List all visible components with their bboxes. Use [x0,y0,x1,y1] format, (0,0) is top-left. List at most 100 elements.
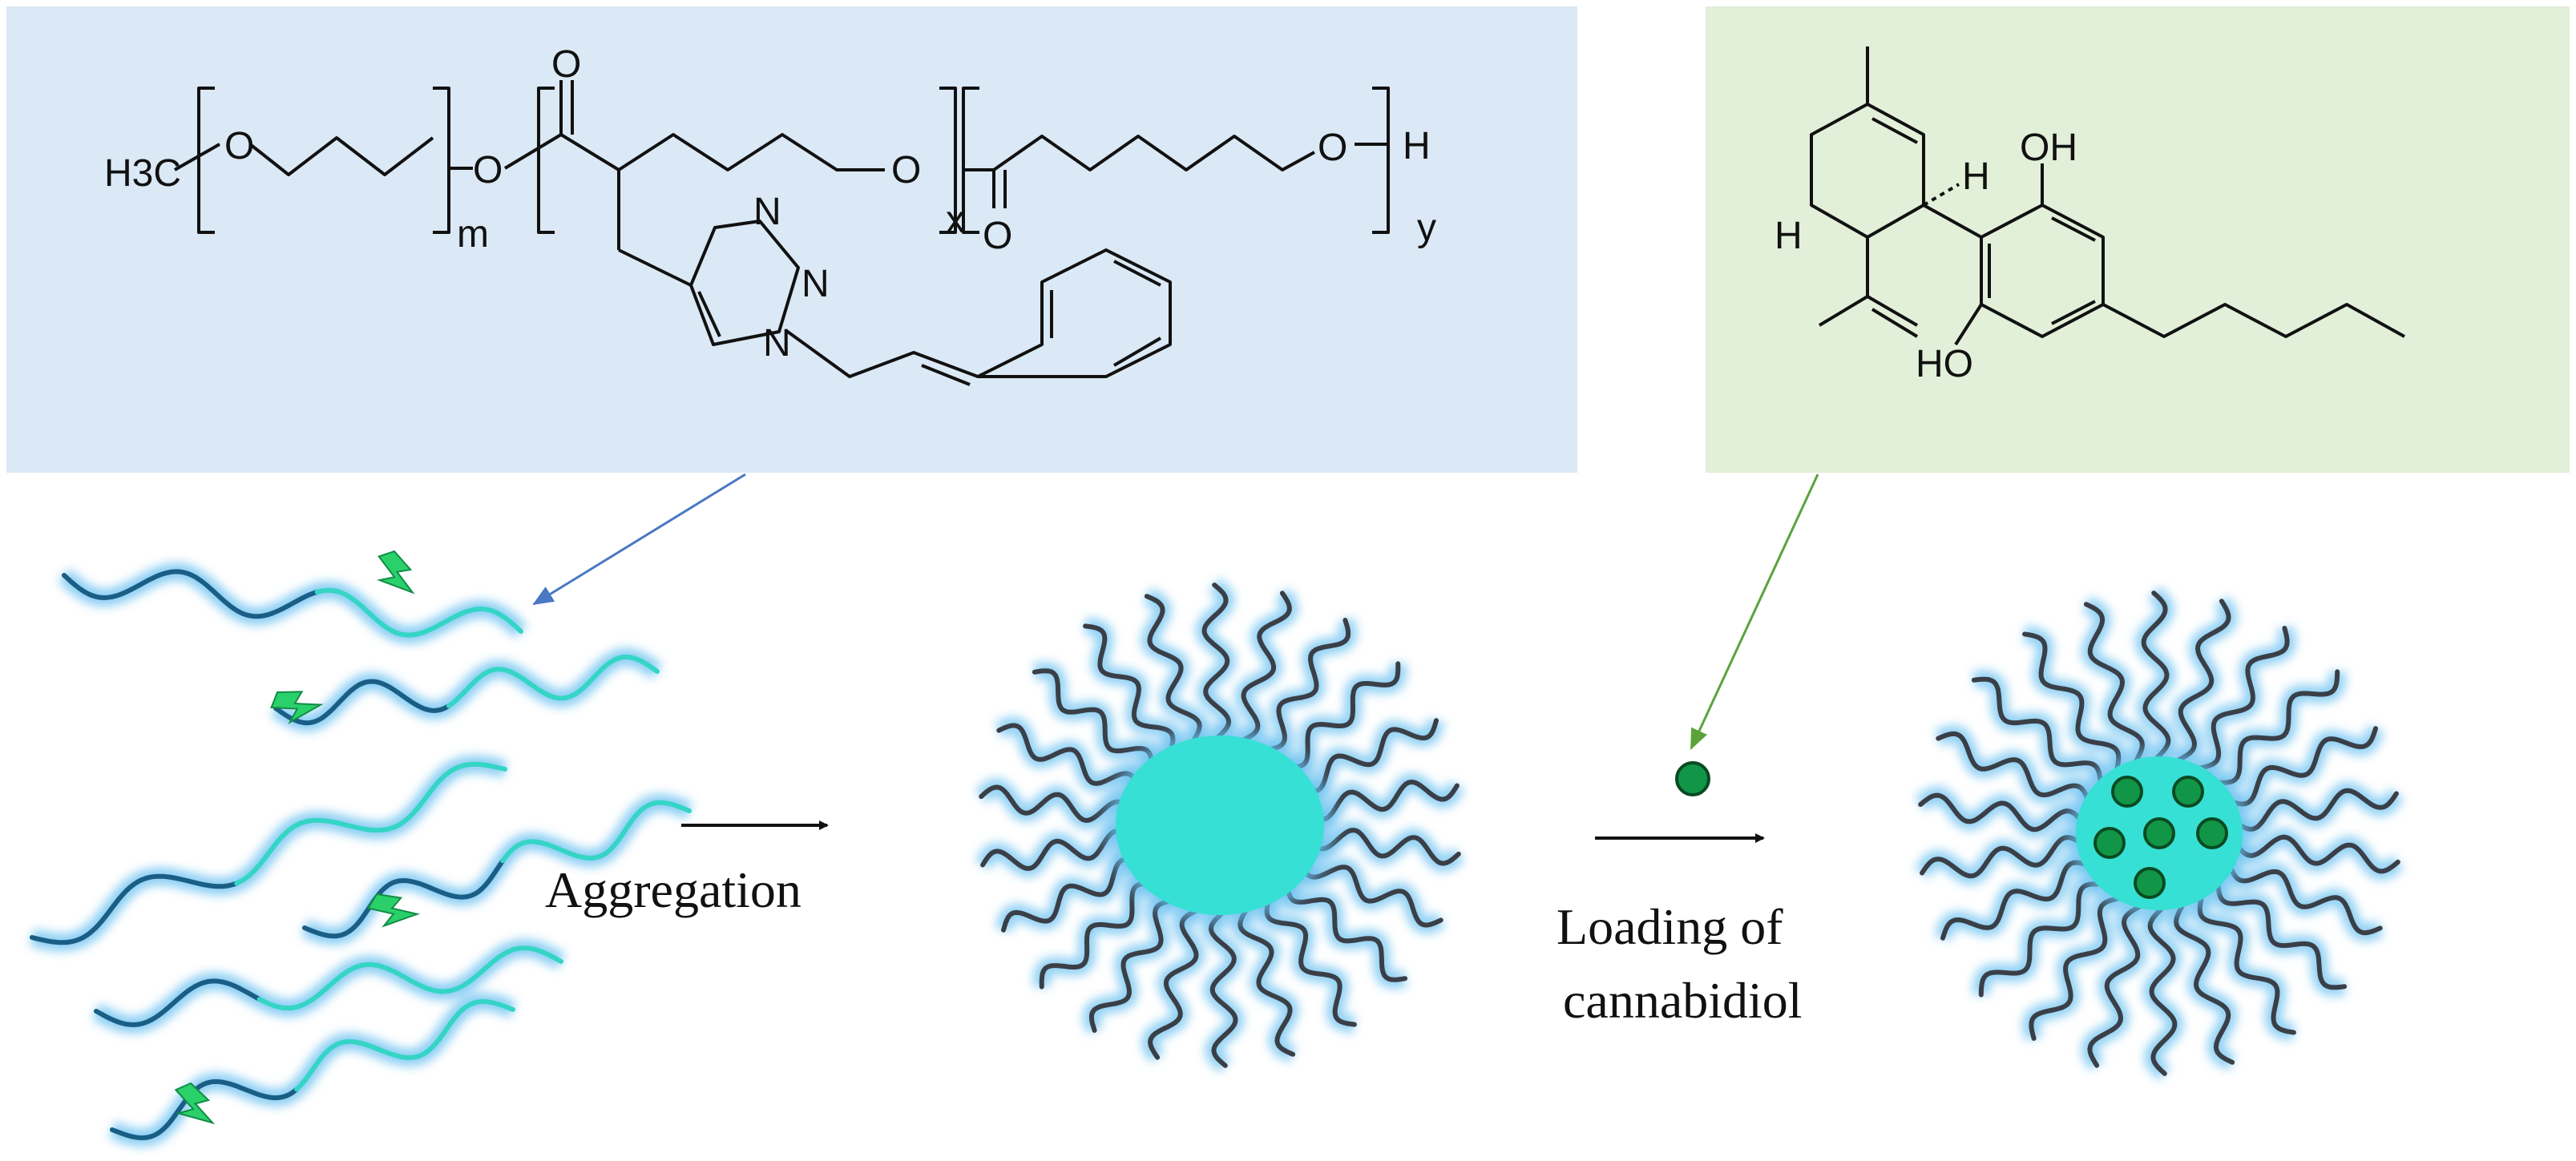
corona-chain [1240,591,1292,743]
carbonyl-o-label: O [551,43,581,86]
corona-chain [1940,860,2094,941]
corona-chain [1001,857,1143,933]
corona-chain [2215,879,2348,990]
corona-chain [1298,857,1443,928]
terminal-h-label: H [1403,125,1431,167]
m-subscript: m [457,213,489,256]
micelle1-core [1116,736,1324,915]
polymer-atom-labels: H3C O m O O O x O O H y N N N [104,43,1436,365]
corona-chain [1936,731,2092,806]
corona-chain [2232,834,2400,874]
unimer-hydrophilic-segment [62,569,320,619]
corona-chain [2147,907,2178,1076]
cbd-ho-bottom-label: HO [1916,343,1973,385]
corona-chain [1971,676,2103,788]
cbd-h-top-label: H [1962,155,1990,198]
backbone-o-label: O [891,149,921,191]
corona-chain [2141,591,2171,760]
cbd-h-left-label: H [1775,215,1803,257]
loaded-micelle [1914,586,2404,1081]
corona-chain [2029,896,2122,1041]
polymer-box [6,6,1577,473]
corona-chain [1208,911,1238,1068]
unimer-hydrophobic-segment [314,587,523,638]
corona-chain [2022,631,2122,773]
triazole-n2-label: N [801,263,830,305]
unimer-hydrophilic-segment [302,858,506,939]
unimer-hydrophobic-segment [294,998,515,1092]
link-o-label: O [473,149,503,191]
loading-label-line2: cannabidiol [1563,972,1803,1029]
y-subscript: y [1417,207,1436,249]
cbd-dot [2134,867,2166,899]
empty-micelle [975,578,1465,1073]
micelle1-chains [979,583,1461,1068]
cbd-dot [2111,776,2143,808]
unimer-hydrophobic-segment [446,654,660,708]
corona-chain [2213,669,2340,785]
corona-chain [1039,881,1157,990]
unimer-hydrophilic-segment [273,679,451,726]
triazole-n1-label: N [753,191,781,233]
cbd-dot [2143,817,2175,849]
corona-chain [2227,861,2383,936]
triazole-n3-label: N [763,322,791,365]
corona-chain [2083,602,2145,764]
ether-o-label: O [224,125,254,167]
loaded-cbd-molecules [2094,776,2228,899]
polymer-pointer-arrow [532,473,746,606]
corona-chain [2225,726,2378,807]
cbd-pointer-arrow [1690,474,1819,750]
carbonyl-o2-label: O [983,215,1012,257]
unimer-hydrophobic-segment [256,945,563,1011]
corona-chain [1083,623,1176,755]
polymer-bonds [174,80,1390,386]
unimer-hydrophobic-segment [500,800,692,864]
unimer-glow [30,562,693,1147]
corona-chain [1978,881,2106,998]
corona-chain [1264,896,1357,1027]
corona-chain [1920,835,2087,879]
micelle2-chains [1918,591,2400,1076]
corona-chain [1201,583,1232,740]
corona-chain [2196,626,2290,771]
x-subscript: x [946,199,965,241]
corona-chain [2176,599,2231,763]
cbd-box [1706,6,2570,473]
terminal-o-label: O [1318,127,1347,169]
h3c-label: H3C [104,152,181,195]
free-unimer-chains [30,545,693,1147]
corona-chain [979,784,1135,823]
corona-chain [1305,828,1461,866]
loading-label-line1: Loading of [1557,898,1783,955]
corona-chain [1285,879,1408,982]
cbd-structure-panel: H H OH HO [1706,6,2570,473]
corona-chain [1304,780,1460,822]
corona-chain [1238,906,1296,1057]
aggregation-label: Aggregation [545,861,801,918]
corona-chain [1148,908,1200,1060]
corona-chain [2231,788,2399,832]
corona-chain [996,723,1141,793]
corona-chain [1282,661,1401,769]
corona-chain [2197,893,2296,1035]
corona-chain [1297,718,1439,794]
bolt-icon [368,545,422,605]
unimer-core [30,569,692,1141]
corona-chain [2174,903,2235,1065]
corona-chain [1088,897,1177,1033]
unimer-hydrophobic-segment [234,761,507,886]
corona-chain [1032,668,1155,772]
corona-chain [1263,618,1351,753]
corona-chain [1144,594,1202,744]
unimer-hydrophilic-segment [110,1078,300,1141]
unimer-hydrophilic-segment [94,978,262,1028]
corona-chain [980,828,1136,871]
corona-chain [2087,904,2142,1068]
cbd-atom-labels: H H OH HO [1775,127,2077,385]
cbd-dot [2094,827,2126,859]
cbd-dot [2172,776,2204,808]
cbd-dot [2196,817,2228,849]
cbd-oh-top-label: OH [2020,127,2077,169]
